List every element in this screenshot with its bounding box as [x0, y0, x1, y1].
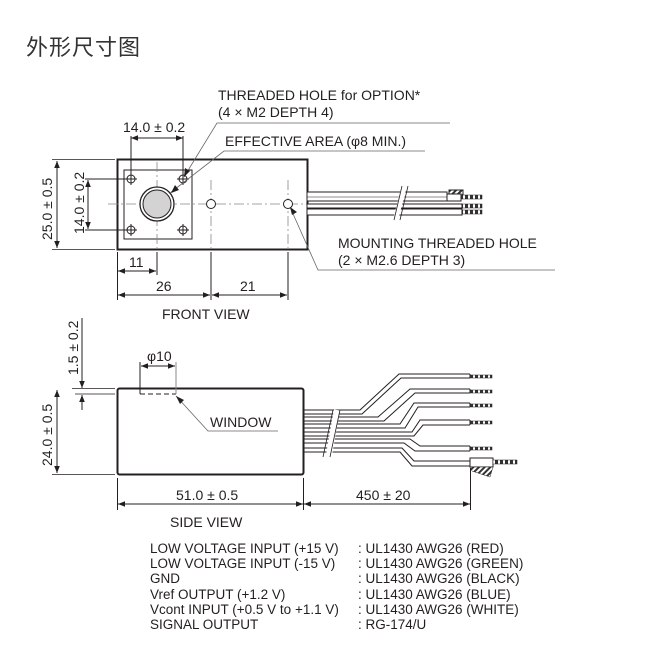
wiring-row: SIGNAL OUTPUT : RG-174/U — [150, 617, 523, 632]
cable-length-label: 450 ± 20 — [356, 487, 411, 503]
wiring-table: LOW VOLTAGE INPUT (+15 V) : UL1430 AWG26… — [150, 541, 523, 632]
front-leaders — [169, 122, 555, 271]
wire-spec: : UL1430 AWG26 (GREEN) — [358, 556, 524, 572]
front-view-caption: FRONT VIEW — [162, 306, 250, 322]
dim-hole-pitch-horizontal — [130, 135, 184, 175]
wire-function: LOW VOLTAGE INPUT (-15 V) — [150, 556, 336, 572]
mounting-hole-callout-line2: (2 × M2.6 DEPTH 3) — [338, 252, 465, 268]
wire-spec: : RG-174/U — [358, 617, 427, 633]
window-outline — [139, 362, 177, 395]
wire-spec: : UL1430 AWG26 (BLACK) — [358, 571, 520, 587]
side-height-label: 24.0 ± 0.5 — [39, 404, 55, 466]
mounting-hole-callout-line1: MOUNTING THREADED HOLE — [338, 235, 537, 251]
wire-spec: : UL1430 AWG26 (WHITE) — [358, 601, 519, 617]
wiring-row: Vref OUTPUT (+1.2 V) : UL1430 AWG26 (BLU… — [150, 587, 523, 602]
dim-front-height — [52, 159, 115, 250]
page-title: 外形尺寸图 — [26, 36, 142, 61]
window-leader-arrow — [176, 396, 184, 404]
wiring-row: GND : UL1430 AWG26 (BLACK) — [150, 571, 523, 586]
wire-function: LOW VOLTAGE INPUT (+15 V) — [150, 541, 339, 556]
mount-spacing-label: 21 — [240, 278, 256, 294]
center-offset-label: 11 — [129, 254, 144, 270]
side-cable-strands — [469, 374, 518, 478]
wire-function: GND — [150, 571, 180, 587]
dim-front-bottom — [117, 252, 289, 300]
first-mount-offset-label: 26 — [156, 278, 172, 294]
front-height-label: 25.0 ± 0.5 — [39, 178, 55, 240]
side-length-label: 51.0 ± 0.5 — [176, 487, 238, 503]
window-leader — [175, 395, 278, 432]
wiring-row: LOW VOLTAGE INPUT (+15 V) : UL1430 AWG26… — [150, 541, 523, 556]
hole-pitch-vertical-label: 14.0 ± 0.2 — [71, 172, 87, 234]
dim-side-height — [52, 390, 115, 475]
front-cables — [306, 182, 483, 221]
wiring-row: LOW VOLTAGE INPUT (-15 V) : UL1430 AWG26… — [150, 556, 523, 571]
front-view: 14.0 ± 0.2 25.0 ± 0.5 14.0 ± 0.2 11 26 2… — [39, 87, 555, 322]
wire-spec: : UL1430 AWG26 (BLUE) — [358, 586, 511, 602]
wiring-row: Vcont INPUT (+0.5 V to +1.1 V) : UL1430 … — [150, 602, 523, 617]
threaded-hole-callout-line2: (4 × M2 DEPTH 4) — [218, 104, 334, 120]
side-view-caption: SIDE VIEW — [170, 514, 243, 530]
wire-function: Vcont INPUT (+0.5 V to +1.1 V) — [150, 601, 339, 617]
dim-hole-pitch-vertical — [85, 178, 127, 231]
front-leader-arrows — [171, 168, 297, 215]
threaded-hole-callout-line1: THREADED HOLE for OPTION* — [218, 87, 421, 103]
window-depth-label: 1.5 ± 0.2 — [65, 320, 81, 375]
sensor-plate — [123, 169, 193, 240]
side-body — [116, 387, 305, 476]
side-view: φ10 WINDOW 1.5 ± 0.2 24.0 ± 0.5 — [39, 318, 518, 530]
window-diameter-label: φ10 — [147, 348, 172, 364]
wire-function: Vref OUTPUT (+1.2 V) — [150, 586, 286, 602]
dim-side-bottom — [117, 468, 471, 510]
window-callout: WINDOW — [210, 414, 272, 430]
effective-area-callout: EFFECTIVE AREA (φ8 MIN.) — [225, 133, 406, 149]
wire-spec: : UL1430 AWG26 (RED) — [358, 541, 504, 556]
mounting-holes — [206, 199, 293, 209]
wire-function: SIGNAL OUTPUT — [150, 617, 259, 633]
dim-window-depth — [72, 318, 115, 410]
hole-pitch-horizontal-label: 14.0 ± 0.2 — [123, 119, 185, 135]
